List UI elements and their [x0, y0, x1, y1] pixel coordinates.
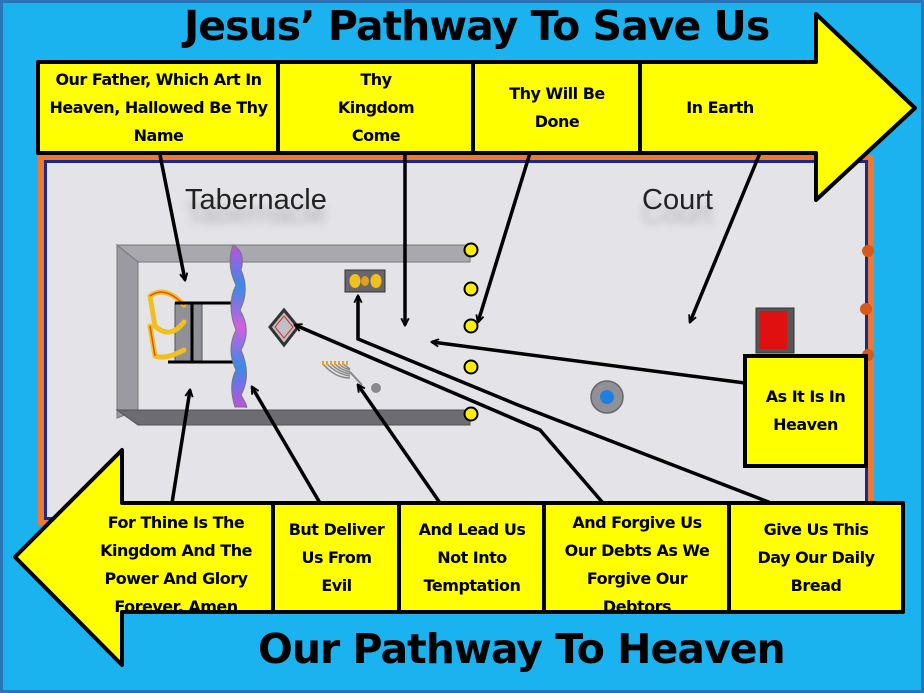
menorah — [322, 361, 381, 393]
bottom-box-daily-bread: Give Us This Day Our Daily Bread — [757, 520, 875, 595]
laver — [590, 380, 624, 414]
table-of-showbread — [344, 269, 386, 293]
bottom-arrow-dividers — [271, 503, 731, 612]
top-arrow-dividers — [276, 62, 642, 153]
tabernacle-entrance-pillars — [463, 242, 479, 422]
bottom-box-lead-us: And Lead Us Not Into Temptation — [418, 520, 526, 595]
top-arrow-shape — [36, 12, 917, 202]
veil — [229, 244, 248, 408]
tabernacle-walls — [115, 243, 471, 426]
top-box-thy-will: Thy Will Be Done — [509, 84, 605, 131]
top-box-thy-kingdom: Thy Kingdom Come — [337, 70, 415, 145]
court-frame — [38, 155, 874, 525]
bottom-box-for-thine: For Thine Is The Kingdom And The Power A… — [100, 513, 252, 616]
tabernacle-label: Tabernacle — [185, 184, 327, 216]
bottom-box-deliver-us: But Deliver Us From Evil — [288, 520, 385, 595]
pointer-arrows — [158, 152, 772, 505]
bottom-box-forgive-us: And Forgive Us Our Debts As We Forgive O… — [564, 513, 710, 616]
bottom-arrow-shape — [13, 448, 905, 667]
top-box-in-earth: In Earth — [686, 98, 754, 117]
altar-of-incense — [268, 307, 300, 348]
side-box-as-it-is: As It Is In Heaven — [765, 387, 846, 434]
side-box-shape — [743, 354, 868, 468]
bottom-title: Our Pathway To Heaven — [258, 625, 786, 673]
brazen-altar — [755, 307, 795, 354]
top-title: Jesus’ Pathway To Save Us — [184, 2, 770, 50]
top-box-our-father: Our Father, Which Art In Heaven, Hallowe… — [49, 70, 268, 145]
ark-of-covenant — [147, 289, 235, 364]
court-label: Court — [642, 184, 713, 216]
